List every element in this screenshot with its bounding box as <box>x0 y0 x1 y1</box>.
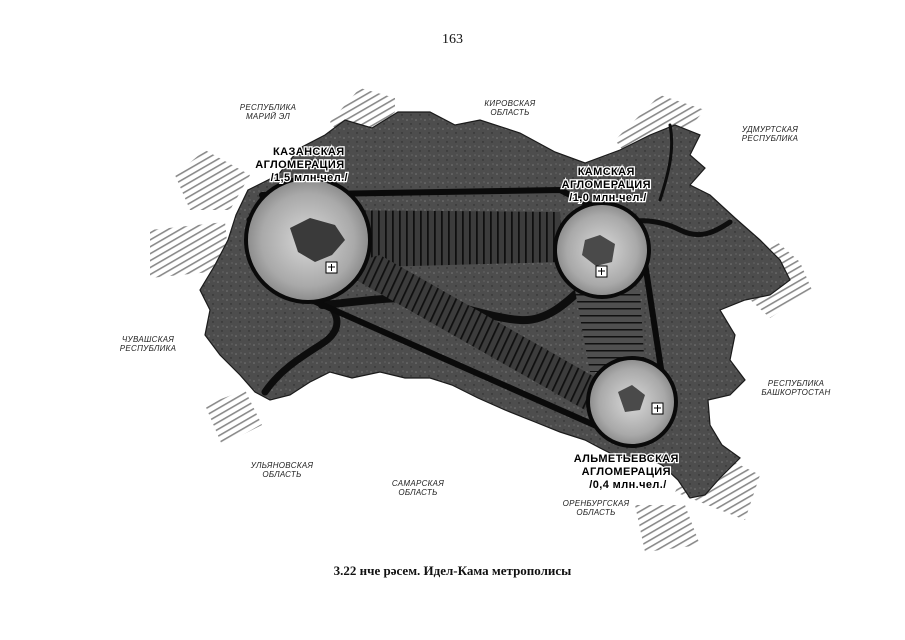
figure-caption: 3.22 нче рәсем. Идел-Кама метрополисы <box>333 563 572 578</box>
sector-west <box>150 222 230 278</box>
direction-sectors <box>150 88 812 552</box>
page-number: 163 <box>442 32 463 47</box>
agglomeration-circles <box>244 176 678 448</box>
kama-agglomeration-label: КАМСКАЯ АГЛОМЕРАЦИЯ /1,0 млн.чел./ <box>562 166 655 204</box>
river-vyatka <box>658 123 674 202</box>
airport-icon <box>651 402 664 415</box>
kama-city-blot <box>582 235 615 266</box>
sector-northwest <box>175 150 250 210</box>
airport-icon <box>595 265 608 278</box>
sector-southwest <box>205 390 262 445</box>
agglomeration-labels: КАЗАНСКАЯ АГЛОМЕРАЦИЯ /1,5 млн.чел./ КАМ… <box>254 145 683 493</box>
almetyevsk-city-blot <box>618 385 645 412</box>
almetyevsk-agglomeration-label: АЛЬМЕТЬЕВСКАЯ АГЛОМЕРАЦИЯ /0,4 млн.чел./ <box>574 453 683 491</box>
kazan-city-blot <box>290 218 345 262</box>
corridor-kazan-kama <box>330 210 562 268</box>
corridor-kazan-almetyevsk <box>335 255 600 410</box>
airport-icon <box>325 261 338 274</box>
kazan-agglomeration-label: КАЗАНСКАЯ АГЛОМЕРАЦИЯ /1,5 млн.чел./ <box>255 146 348 184</box>
corridors <box>330 210 645 410</box>
sector-south <box>635 505 700 552</box>
corridor-kama-almetyevsk <box>575 290 645 372</box>
